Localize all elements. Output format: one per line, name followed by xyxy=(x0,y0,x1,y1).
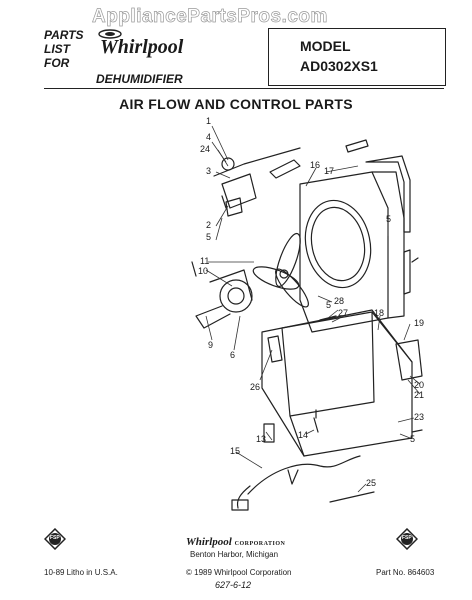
callout-number: 25 xyxy=(366,478,377,488)
callout-number: 2 xyxy=(206,220,212,230)
fan-blade xyxy=(252,266,300,290)
terminal-block xyxy=(263,423,275,443)
knob xyxy=(221,157,235,171)
footer-brand-name: Whirlpool xyxy=(186,536,232,548)
callout-number: 17 xyxy=(324,166,335,176)
callout-number: 13 xyxy=(256,434,267,444)
fan-orifice-inner xyxy=(310,206,366,282)
callout-number: 26 xyxy=(250,382,261,392)
parts-list-line: LIST xyxy=(44,42,70,56)
power-cord xyxy=(247,455,361,495)
parts-list-line: PARTS xyxy=(44,28,84,42)
callout-number: 28 xyxy=(334,296,345,306)
fsp-diamond-icon xyxy=(43,527,67,551)
callout-number: 19 xyxy=(414,318,425,328)
callout-number: 24 xyxy=(200,144,211,154)
callout-number: 5 xyxy=(326,300,332,310)
gasket-strip xyxy=(345,139,369,153)
callout-number: 9 xyxy=(208,340,214,350)
footer-copyright: © 1989 Whirlpool Corporation xyxy=(186,568,292,577)
product-type: DEHUMIDIFIER xyxy=(96,72,183,86)
fsp-badge-left: FSP xyxy=(43,527,67,555)
footer-part-number: Part No. 864603 xyxy=(376,568,435,577)
callout-number: 14 xyxy=(298,430,309,440)
footer-litho: 10-89 Litho in U.S.A. xyxy=(44,568,118,577)
footer-brand: Whirlpool CORPORATION xyxy=(186,536,285,548)
callout-number: 18 xyxy=(374,308,385,318)
watermark-text: AppliancePartsPros.com xyxy=(92,6,328,28)
callout-number: 5 xyxy=(410,434,416,444)
fsp-badge-text: FSP xyxy=(402,535,412,541)
fan-orifice xyxy=(304,199,372,289)
footer-city: Benton Harbor, Michigan xyxy=(190,550,279,559)
callout-number: 27 xyxy=(338,308,349,318)
gasket-strip xyxy=(403,249,411,295)
section-title: AIR FLOW AND CONTROL PARTS xyxy=(119,96,353,112)
side-bracket xyxy=(395,339,423,381)
model-label: MODEL xyxy=(300,38,351,54)
fsp-badge-right: FSP xyxy=(395,527,419,555)
parts-list-line: FOR xyxy=(44,56,70,70)
fsp-diamond-icon xyxy=(395,527,419,551)
footer-brand-suffix: CORPORATION xyxy=(234,541,286,547)
gasket-strip xyxy=(365,155,411,233)
footer-handwritten-note: 627-6-12 xyxy=(215,580,252,590)
header-divider xyxy=(44,88,444,89)
callout-number: 16 xyxy=(310,160,321,170)
callout-number: 20 xyxy=(414,380,425,390)
base-pan xyxy=(261,309,413,457)
callout-number: 1 xyxy=(206,116,212,126)
model-box xyxy=(268,28,446,86)
capacitor xyxy=(267,335,283,363)
callout-number: 4 xyxy=(206,132,212,142)
callout-number: 10 xyxy=(198,266,209,276)
brand-swoosh-icon xyxy=(98,29,122,39)
fan-blade xyxy=(275,232,301,288)
callout-number: 6 xyxy=(230,350,236,360)
callout-number: 3 xyxy=(206,166,212,176)
callout-number: 23 xyxy=(414,412,425,422)
fsp-badge-text: FSP xyxy=(50,535,60,541)
callout-number: 21 xyxy=(414,390,425,400)
brand-wordmark: Whirlpool xyxy=(100,36,184,58)
parts-list-label: PARTS LIST FOR xyxy=(44,28,84,70)
wire-clip xyxy=(329,491,375,503)
callout-number: 15 xyxy=(230,446,241,456)
motor xyxy=(219,279,253,313)
callout-number: 5 xyxy=(206,232,212,242)
callout-number: 5 xyxy=(386,214,392,224)
callout-number: 11 xyxy=(200,256,210,266)
model-number: AD0302XS1 xyxy=(300,58,378,74)
control-bracket xyxy=(221,173,257,209)
fan-blade xyxy=(275,268,309,308)
switch xyxy=(225,197,243,217)
